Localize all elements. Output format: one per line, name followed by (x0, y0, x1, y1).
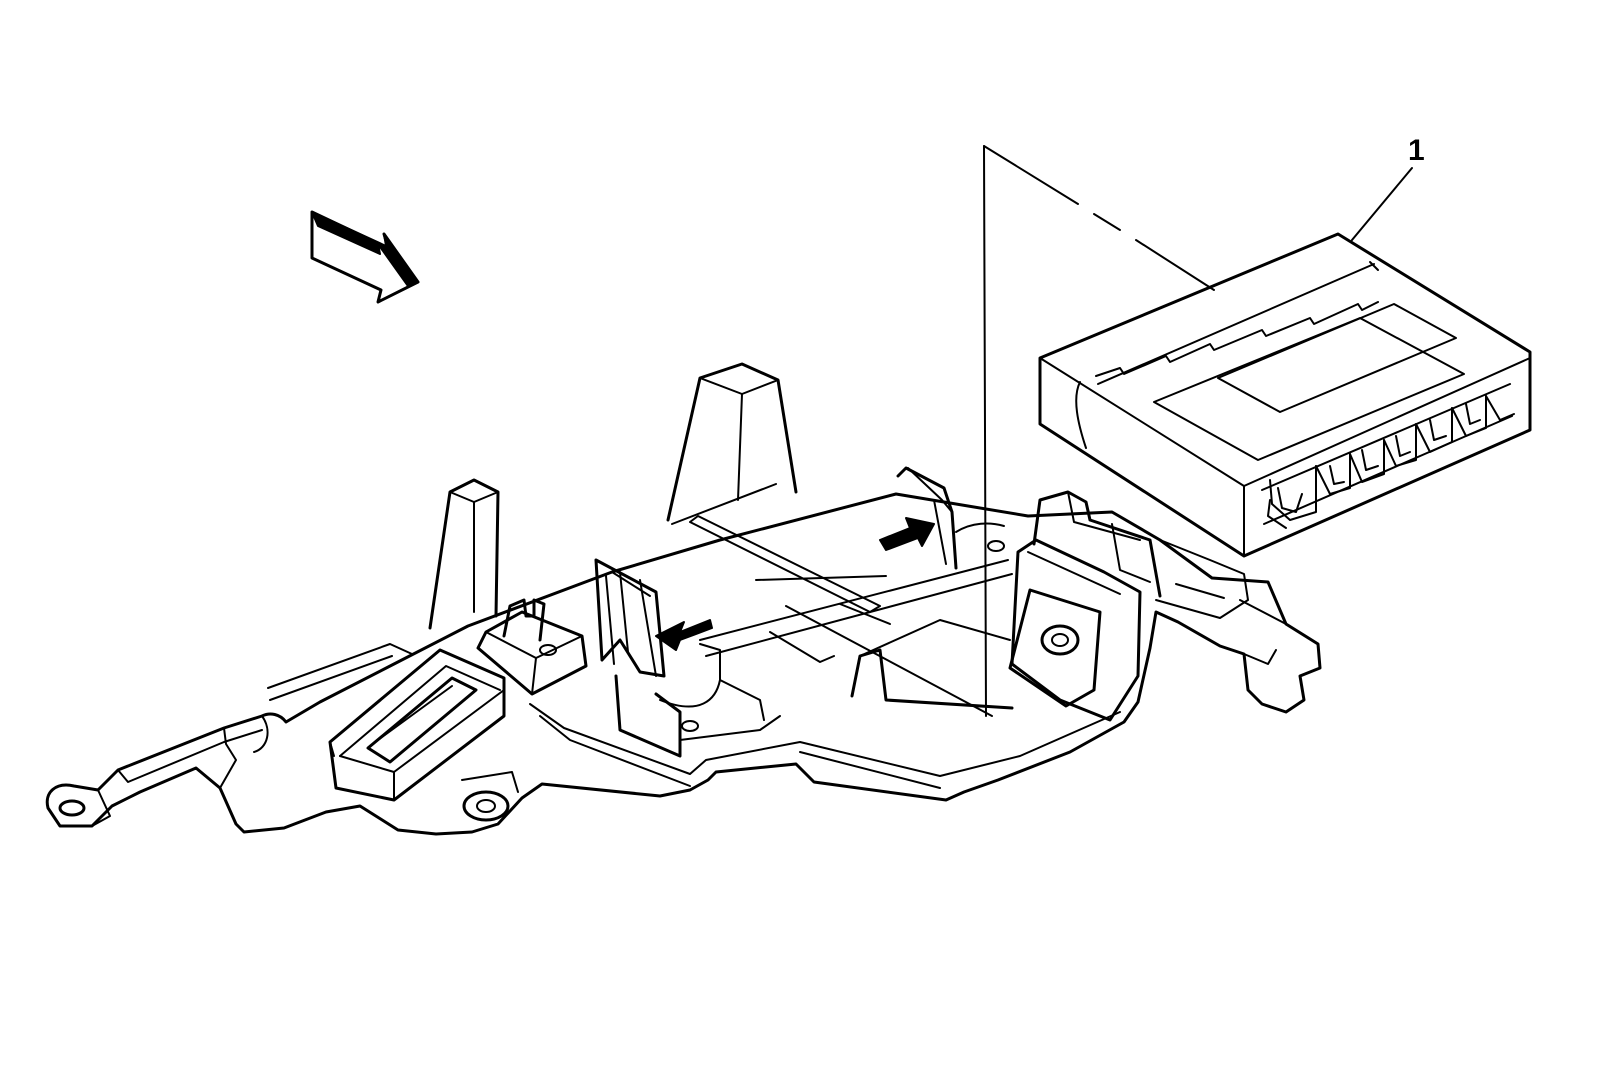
install-direction-arrow-icon (879, 517, 935, 551)
mounting-bracket (45, 362, 1322, 836)
install-direction-arrow-icon (655, 619, 713, 651)
callout-number: 1 (1408, 134, 1425, 167)
control-module (1038, 232, 1532, 558)
alignment-leader-lines (785, 145, 1215, 717)
callout-1: 1 (1351, 134, 1425, 241)
view-direction-arrow-icon (310, 210, 420, 304)
